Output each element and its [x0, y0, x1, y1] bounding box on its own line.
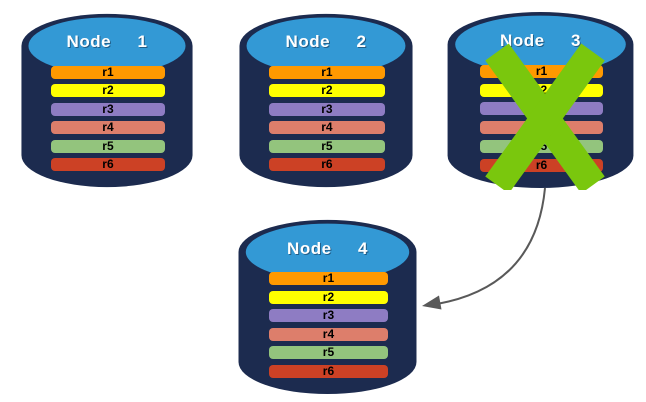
replica-row-r5: r5 — [269, 139, 385, 153]
replica-row-r4: r4 — [269, 121, 385, 135]
replica-row-r3: r3 — [269, 102, 385, 116]
replica-row-r2: r2 — [269, 84, 385, 98]
node-1-title: Node 1 — [66, 32, 148, 52]
replica-row-r2: r2 — [269, 290, 388, 304]
replica-row-r4: r4 — [50, 121, 165, 135]
node-1: Node 1 r1 r2 r3 r4 r5 r6 — [20, 11, 194, 189]
x-mark-icon — [485, 43, 605, 190]
replica-row-r2: r2 — [50, 84, 165, 98]
node-4-replica-rows: r1 r2 r3 r4 r5 r6 — [269, 272, 388, 378]
replica-row-r1: r1 — [50, 66, 165, 79]
node-3: Node 3 r1 r2 r3 r4 r5 r6 — [446, 9, 635, 190]
replica-row-r3: r3 — [269, 309, 388, 323]
replica-row-r1: r1 — [269, 66, 385, 79]
node-4-title: Node 4 — [287, 238, 368, 258]
replica-row-r6: r6 — [269, 364, 388, 378]
replica-row-r1: r1 — [269, 272, 388, 286]
node-4: Node 4 r1 r2 r3 r4 r5 r6 — [237, 217, 418, 396]
node-2: Node 2 r1 r2 r3 r4 r5 r6 — [238, 11, 414, 189]
replica-row-r5: r5 — [269, 346, 388, 360]
node-2-replica-rows: r1 r2 r3 r4 r5 r6 — [269, 66, 385, 171]
replica-row-r3: r3 — [50, 102, 165, 116]
replica-row-r6: r6 — [50, 157, 165, 171]
node-3-title: Node 3 — [500, 30, 581, 50]
node-1-replica-rows: r1 r2 r3 r4 r5 r6 — [50, 66, 165, 171]
replica-row-r6: r6 — [269, 157, 385, 171]
replica-row-r5: r5 — [50, 139, 165, 153]
node-2-title: Node 2 — [285, 32, 367, 52]
replica-row-r4: r4 — [269, 327, 388, 341]
